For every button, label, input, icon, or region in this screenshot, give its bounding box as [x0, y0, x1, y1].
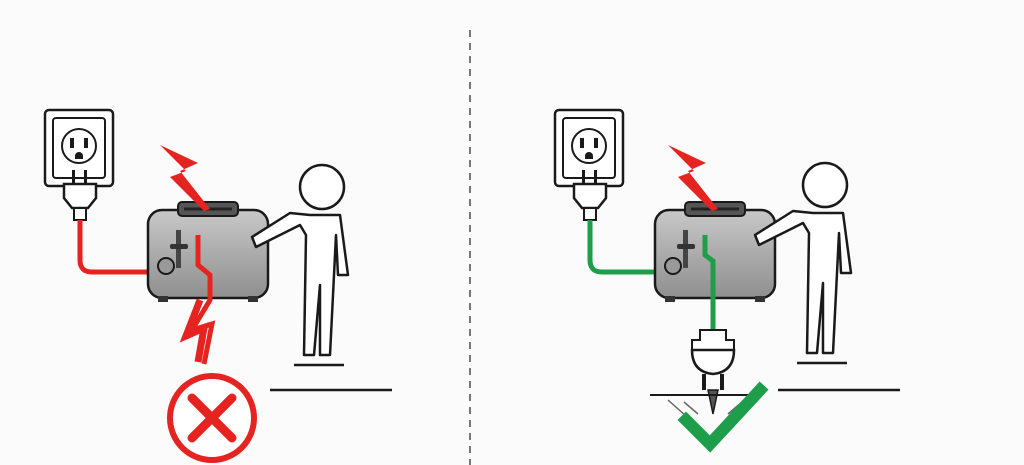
electric-shock-icon	[160, 145, 210, 211]
fault-current-path	[186, 235, 216, 365]
safe-panel	[553, 108, 900, 453]
power-cord	[77, 220, 156, 275]
wall-outlet-icon	[553, 108, 625, 188]
red-x-circle-icon	[167, 373, 257, 463]
ground-plug-icon	[690, 329, 736, 415]
electric-shock-icon	[668, 145, 718, 211]
ground-wire	[702, 235, 716, 329]
unsafe-panel	[43, 108, 392, 463]
ground-surface	[650, 394, 762, 417]
wall-outlet-icon	[43, 108, 115, 188]
plug-icon	[62, 170, 98, 221]
plug-icon	[572, 170, 608, 221]
power-cord	[587, 220, 666, 275]
green-checkmark-icon	[677, 381, 769, 453]
